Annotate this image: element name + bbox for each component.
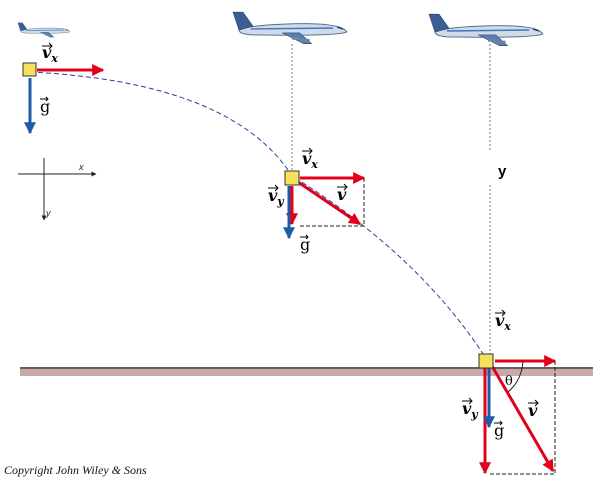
axis-y-label: y: [45, 208, 51, 218]
label-text: v: [495, 311, 505, 330]
g-label: g: [494, 421, 504, 440]
vy-label: vy: [462, 399, 479, 421]
package-icon: [284, 170, 300, 186]
label-text: v: [42, 43, 52, 62]
velocity-arrow: [297, 180, 361, 226]
component-box: [298, 178, 365, 227]
vector-overarrow: [302, 147, 313, 155]
airplane-icon: [17, 22, 71, 38]
component-box: [488, 361, 556, 475]
theta-label: θ: [505, 374, 513, 389]
theta-arc: [507, 360, 524, 393]
label-text: y: [470, 408, 479, 421]
label-text: v: [462, 399, 472, 418]
vx-label: vx: [42, 43, 58, 65]
package-icon: [478, 353, 494, 369]
package-icon: [22, 62, 37, 77]
vector-overarrow: [337, 183, 348, 191]
copyright-text: Copyright John Wiley & Sons: [4, 463, 147, 477]
g-label: g: [40, 97, 50, 116]
ground-surface: [20, 369, 593, 376]
height-y-label: y: [498, 163, 507, 180]
vy-label: vy: [268, 186, 285, 208]
label-text: v: [302, 149, 312, 168]
trajectory-curve: [29, 71, 488, 361]
vector-overarrow: [40, 96, 49, 102]
label-text: x: [503, 320, 511, 333]
vector-overarrow: [494, 420, 503, 426]
vector-overarrow: [42, 42, 53, 50]
label-text: v: [268, 186, 278, 205]
vx-label: vx: [495, 311, 511, 333]
label-text: x: [50, 52, 58, 65]
vector-overarrow: [462, 397, 473, 405]
label-text: x: [310, 158, 318, 171]
airplane-icon: [428, 13, 544, 47]
airplane-icon: [232, 11, 348, 45]
vector-overarrow: [495, 309, 506, 317]
label-text: y: [276, 195, 285, 208]
vector-overarrow: [528, 399, 539, 407]
coordinate-axes: x y: [18, 158, 97, 221]
velocity-arrow: [490, 365, 555, 473]
g-label: g: [300, 235, 310, 254]
axis-x-label: x: [78, 162, 84, 172]
vector-overarrow: [300, 234, 309, 240]
v-label: v: [337, 185, 347, 204]
vx-label: vx: [302, 149, 318, 171]
vector-overarrow: [268, 184, 279, 192]
v-label: v: [528, 401, 538, 420]
